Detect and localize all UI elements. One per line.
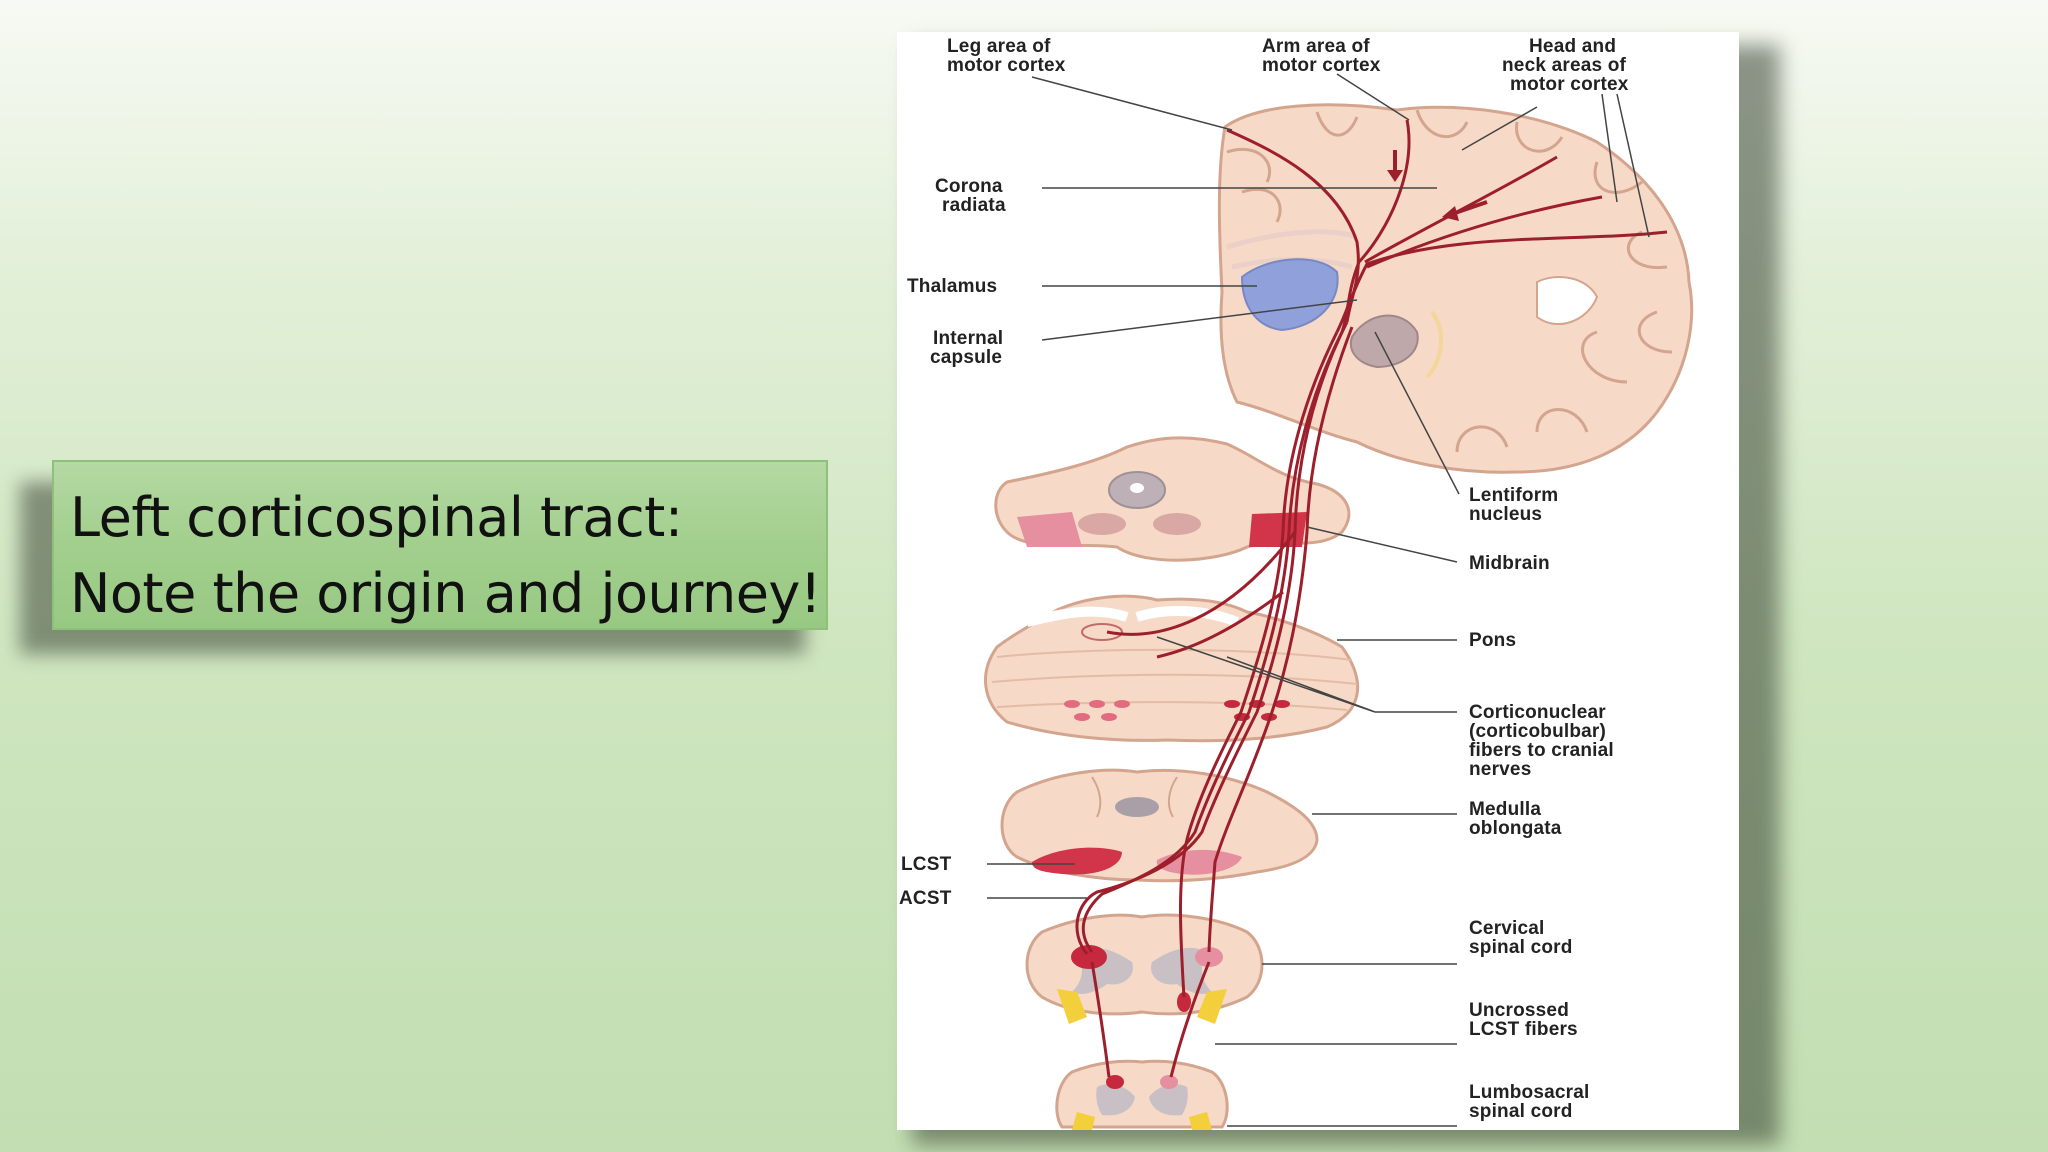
label-leg-area: Leg area of motor cortex (947, 36, 1066, 76)
fiber-lcst-2 (1081, 331, 1344, 953)
label-thalamus: Thalamus (907, 276, 997, 297)
title-callout: Left corticospinal tract: Note the origi… (52, 460, 828, 630)
fiber-lcst-lumbar (1090, 961, 1111, 1078)
arrow-down-head (1387, 170, 1403, 182)
label-pons: Pons (1469, 630, 1516, 651)
label-lumbosacral: Lumbosacral spinal cord (1469, 1082, 1595, 1122)
fiber-head-2 (1364, 155, 1558, 264)
leader-internal-capsule (1041, 299, 1358, 341)
corticospinal-diagram: Leg area of motor cortex Arm area of mot… (897, 32, 1739, 1130)
corticospinal-fibers (1075, 119, 1668, 1078)
lentiform-shape (1349, 314, 1419, 369)
lumbosacral-root-left (1072, 1112, 1095, 1130)
label-corona-radiata: Corona radiata (935, 176, 1008, 216)
leader-lentiform (1374, 331, 1460, 495)
label-uncrossed: Uncrossed LCST fibers (1469, 1000, 1578, 1040)
leader-midbrain (1306, 526, 1458, 563)
lumbosacral-outline (1055, 1059, 1229, 1129)
cervical-root-left (1057, 989, 1087, 1024)
callout-line-1: Left corticospinal tract: (70, 486, 683, 549)
fiber-uncrossed-lumbar (1169, 961, 1211, 1078)
leader-arm (1336, 73, 1410, 121)
lumbosacral-root-right (1189, 1112, 1212, 1130)
pyramid-left (1032, 847, 1122, 875)
fiber-acst (1178, 331, 1339, 998)
label-lcst: LCST (901, 854, 952, 875)
midbrain-left-peduncle (1017, 512, 1082, 547)
lumbosacral-lcst-right (1160, 1075, 1178, 1089)
lateral-ventricle (1536, 276, 1599, 326)
leader-lines (987, 73, 1650, 1127)
cervical-lcst-right (1195, 947, 1223, 967)
red-nucleus-left (1078, 513, 1126, 535)
cervical-section (1025, 913, 1264, 1024)
cervical-acst (1177, 992, 1191, 1012)
pontine-nuclei-left (1064, 700, 1130, 721)
lumbosacral-section (1055, 1059, 1229, 1130)
cervical-root-right (1197, 989, 1227, 1024)
fiber-corticonuclear-1 (1106, 531, 1297, 636)
label-midbrain: Midbrain (1469, 553, 1550, 574)
diagram-svg: Leg area of motor cortex Arm area of mot… (899, 36, 1694, 1130)
cerebral-aqueduct (1130, 483, 1144, 493)
medulla-olives (1091, 776, 1178, 818)
pontine-fibers (991, 648, 1358, 711)
claustrum (1425, 310, 1444, 379)
callout-line-2: Note the origin and journey! (70, 562, 822, 625)
medulla-central (1115, 797, 1159, 817)
fiber-corticonuclear-2 (1156, 590, 1284, 659)
label-medulla: Medulla oblongata (1469, 799, 1562, 839)
fiber-lcst-1 (1075, 321, 1349, 955)
label-cervical: Cervical spinal cord (1469, 918, 1573, 958)
midbrain-right-peduncle (1249, 512, 1307, 547)
label-internal-capsule: Internal capsule (930, 328, 1009, 368)
leader-leg (1031, 76, 1233, 131)
fiber-head (1335, 230, 1668, 333)
fourth-ventricle (1025, 606, 1239, 627)
midbrain-section (994, 436, 1351, 562)
fiber-head-3 (1366, 195, 1603, 269)
label-corticonuclear: Corticonuclear (corticobulbar) fibers to… (1469, 702, 1619, 780)
pons-nucleus (1081, 623, 1123, 641)
cervical-lcst-left (1071, 945, 1107, 969)
diagram-labels: Leg area of motor cortex Arm area of mot… (899, 36, 1632, 1122)
cerebrum-outline (1217, 103, 1694, 474)
label-acst: ACST (899, 888, 952, 909)
red-nucleus-right (1153, 513, 1201, 535)
lumbosacral-grey-right (1149, 1084, 1188, 1116)
label-head-neck: Head and neck areas of motor cortex (1502, 36, 1632, 95)
pons-section (984, 594, 1359, 743)
leader-head (1461, 93, 1650, 238)
lumbosacral-lcst-left (1106, 1075, 1124, 1089)
brain-section (1217, 103, 1694, 474)
fiber-uncrossed (1207, 326, 1354, 953)
cortex-gyri (1226, 109, 1673, 453)
label-lentiform-nucleus: Lentiform nucleus (1469, 485, 1564, 525)
label-arm-area: Arm area of motor cortex (1262, 36, 1381, 76)
leader-corticonuclear (1156, 636, 1457, 713)
lumbosacral-grey-left (1096, 1084, 1135, 1116)
